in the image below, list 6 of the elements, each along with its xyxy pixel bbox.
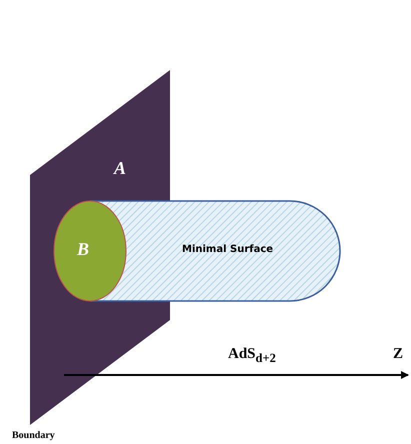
axis-label: Z (393, 346, 404, 363)
surface-label: Minimal Surface (182, 244, 274, 255)
caption-text: Boundary (12, 430, 55, 441)
axis-label: AdS$_{d+2}$ (228, 346, 276, 366)
region-label: B (77, 239, 90, 260)
region-label: A (114, 158, 126, 179)
